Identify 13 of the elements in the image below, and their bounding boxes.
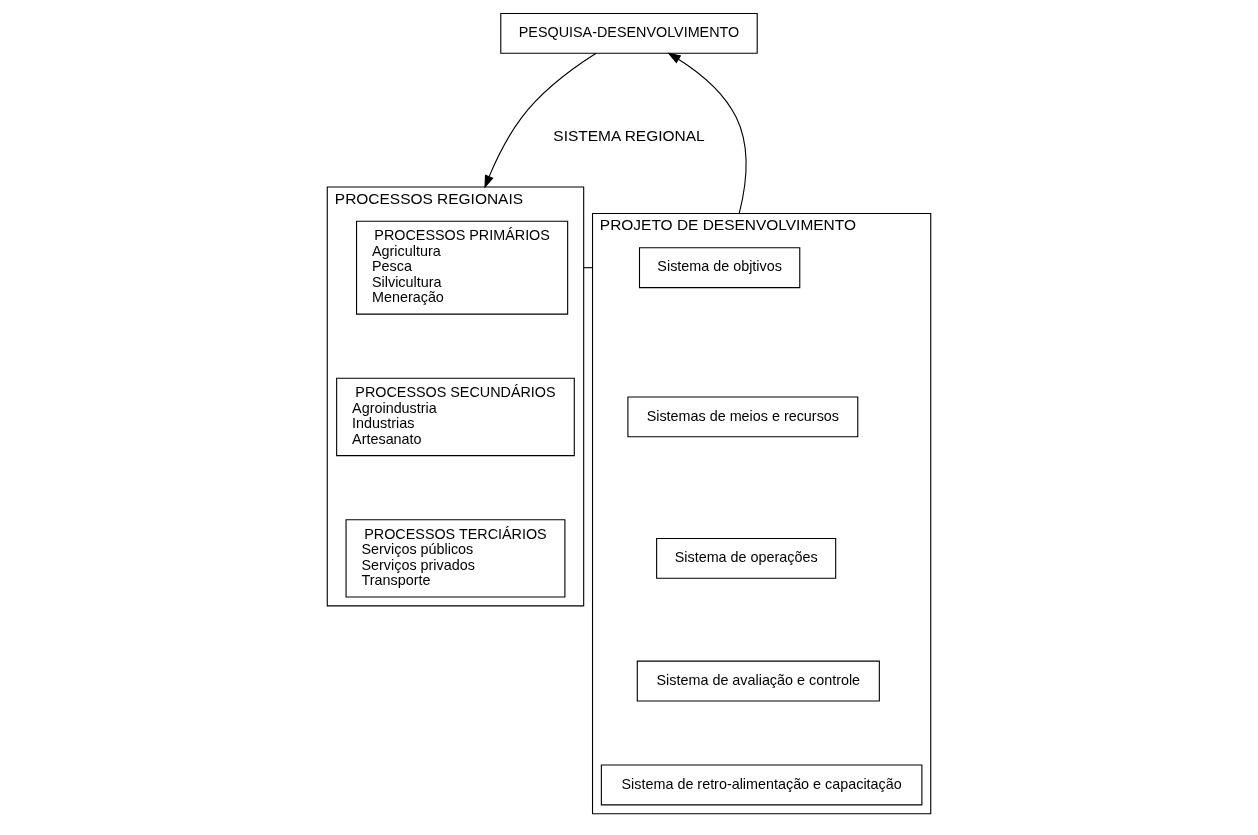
node-box: Sistema de objtivos <box>638 246 801 288</box>
node-box: Sistemas de meios e recursos <box>627 395 859 437</box>
arrow <box>484 52 597 189</box>
arrow <box>667 52 747 214</box>
node-box: Sistema de operações <box>656 537 837 579</box>
node-box: Sistema de retro-alimentação e capacitação <box>600 764 923 805</box>
node-box: Sistema de avaliação e controle <box>636 660 880 701</box>
connector <box>583 266 594 268</box>
node-box: PROCESSOS TERCIÁRIOS Serviços públicos Serviços privados Transporte <box>345 518 566 598</box>
node-box: PROCESSOS PRIMÁRIOS Agricultura Pesca Silvicultura Meneração <box>356 220 569 315</box>
node-box: PESQUISA-DESENVOLVIMENTO <box>500 12 758 54</box>
node-box: PROCESSOS SECUNDÁRIOS Agroindustria Industrias Artesanato <box>336 377 575 456</box>
label: SISTEMA REGIONAL <box>553 126 705 144</box>
